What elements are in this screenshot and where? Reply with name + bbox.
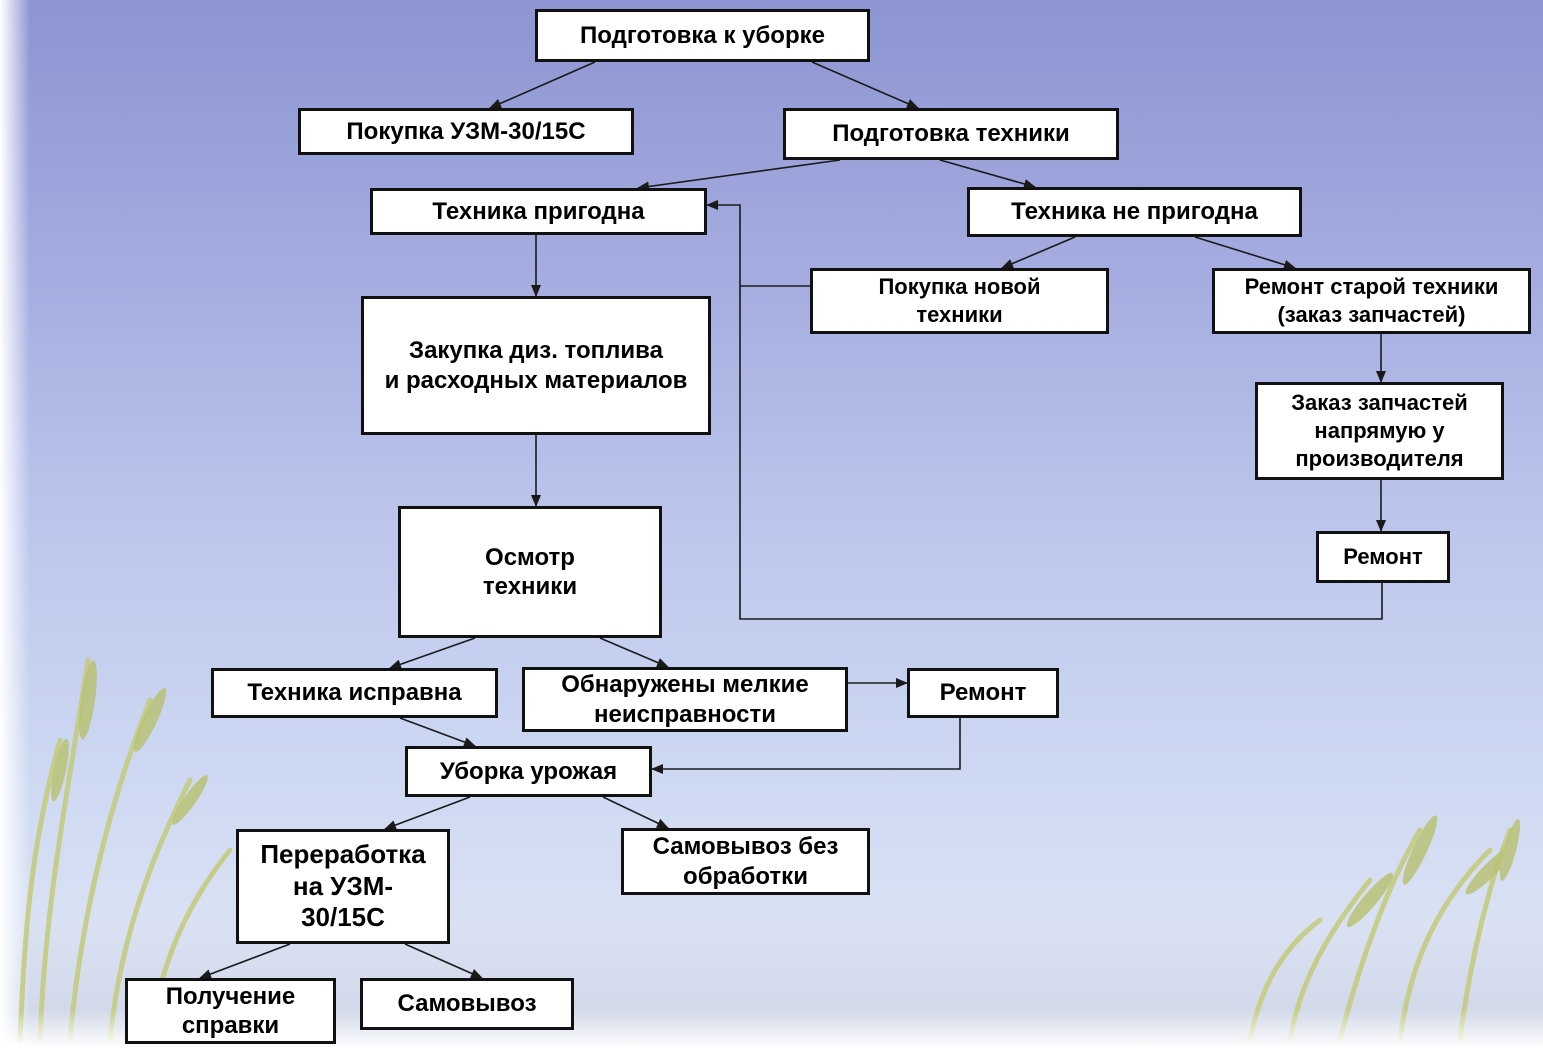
node-repair-right: Ремонт: [1316, 531, 1450, 583]
node-parts-order: Заказ запчастей напрямую у производителя: [1255, 382, 1504, 480]
arrow-repair-to-harvest: [651, 718, 961, 774]
arrow-not-ok-to-repair-old: [1194, 236, 1296, 270]
node-processing: Переработка на УЗМ- 30/15С: [236, 829, 450, 944]
arrow-prep-equipment-to-not-ok: [939, 159, 1036, 189]
node-repair-old: Ремонт старой техники (заказ запчастей): [1212, 268, 1531, 334]
arrow-prep-to-prep-equipment: [811, 61, 919, 109]
arrow-prep-equipment-to-ok: [637, 159, 841, 192]
node-pickup-raw: Самовывоз без обработки: [621, 828, 870, 895]
arrow-inspection-to-faults: [599, 637, 669, 668]
node-inspection: Осмотр техники: [398, 506, 662, 638]
node-equipment-not-ok: Техника не пригодна: [967, 187, 1302, 237]
arrow-processing-to-pickup: [404, 943, 483, 979]
node-harvest: Уборка урожая: [405, 746, 652, 797]
node-buy-uzm: Покупка УЗМ-30/15С: [298, 108, 634, 155]
arrow-harvest-to-pickup-raw: [602, 796, 669, 829]
node-repair-mid: Ремонт: [907, 668, 1059, 718]
arrow-return-to-ok: [706, 200, 1383, 620]
arrow-harvest-to-processing: [384, 796, 471, 830]
left-edge-fade: [0, 0, 30, 1048]
node-minor-faults: Обнаружены мелкие неисправности: [522, 667, 848, 732]
node-serviceable: Техника исправна: [211, 668, 498, 718]
arrow-prep-to-buy-uzm: [489, 61, 596, 109]
node-fuel-purchase: Закупка диз. топлива и расходных материа…: [361, 296, 711, 435]
arrow-processing-to-certificate: [199, 943, 291, 979]
arrow-serviceable-to-harvest: [399, 717, 476, 747]
arrow-inspection-to-serviceable: [389, 637, 476, 670]
node-buy-new: Покупка новой техники: [810, 268, 1109, 334]
arrow-not-ok-to-buy-new: [1001, 236, 1076, 269]
node-pickup: Самовывоз: [360, 978, 574, 1030]
node-prep-harvest: Подготовка к уборке: [535, 9, 870, 62]
node-equipment-ok: Техника пригодна: [370, 188, 707, 235]
node-prep-equipment: Подготовка техники: [783, 108, 1119, 160]
node-certificate: Получение справки: [125, 978, 336, 1044]
